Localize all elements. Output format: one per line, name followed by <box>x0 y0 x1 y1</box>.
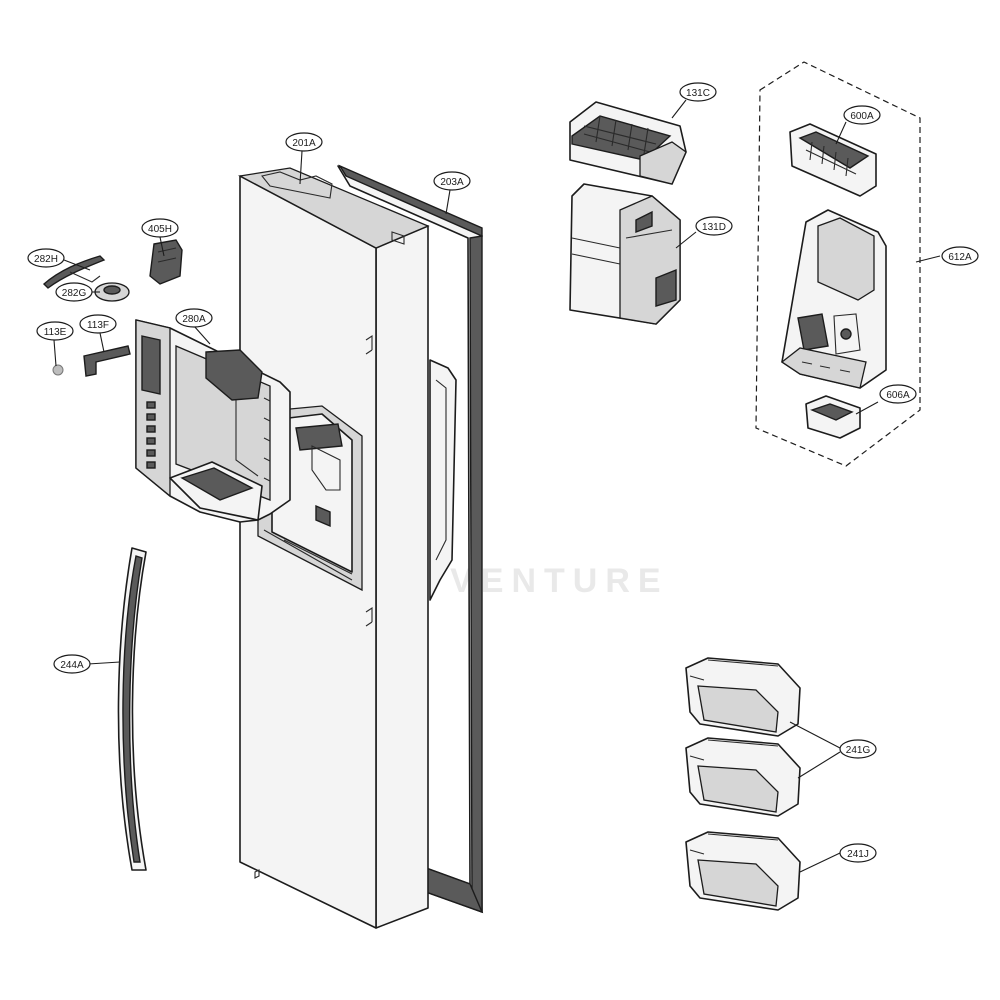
door-bin-241g-lower <box>685 737 801 817</box>
svg-text:201A: 201A <box>292 138 316 149</box>
handle-244a <box>117 547 147 871</box>
motor-606a <box>805 395 861 439</box>
door-gasket-203a <box>337 164 484 914</box>
label-201a: 201A <box>285 132 323 152</box>
label-282h: 282H <box>27 248 65 268</box>
svg-text:113F: 113F <box>87 320 109 331</box>
part-113f-bracket <box>83 345 131 377</box>
part-282h-wire <box>42 255 106 289</box>
door-bin-241j <box>685 831 801 911</box>
label-606a: 606A <box>879 384 917 404</box>
svg-text:282G: 282G <box>62 288 87 299</box>
label-612a: 612A <box>941 246 979 266</box>
label-203a: 203A <box>433 171 471 191</box>
svg-text:282H: 282H <box>34 254 58 265</box>
label-280a: 280A <box>175 308 213 328</box>
ice-maker-housing <box>780 209 887 389</box>
label-131d: 131D <box>695 216 733 236</box>
svg-text:131D: 131D <box>702 222 726 233</box>
door-bin-241g-upper <box>685 657 801 737</box>
label-244a: 244A <box>53 654 91 674</box>
ice-bin-cover-131c <box>569 101 687 185</box>
svg-text:131C: 131C <box>686 88 710 99</box>
svg-text:203A: 203A <box>440 177 464 188</box>
part-113e-screw <box>52 364 64 376</box>
ice-maker-600a <box>789 123 877 197</box>
label-282g: 282G <box>55 282 93 302</box>
svg-text:244A: 244A <box>60 660 84 671</box>
svg-text:280A: 280A <box>182 314 206 325</box>
ice-bin-131d <box>569 183 681 325</box>
part-282g-knob <box>94 282 130 302</box>
svg-text:600A: 600A <box>850 111 874 122</box>
leader-lines <box>53 99 941 873</box>
part-405h-switch <box>149 239 183 285</box>
svg-text:113E: 113E <box>44 327 67 338</box>
svg-text:405H: 405H <box>148 224 172 235</box>
label-241j: 241J <box>839 843 877 863</box>
label-405h: 405H <box>141 218 179 238</box>
svg-text:241G: 241G <box>846 745 871 756</box>
svg-text:606A: 606A <box>886 390 910 401</box>
door-201a <box>237 167 457 929</box>
svg-text:241J: 241J <box>847 849 869 860</box>
label-131c: 131C <box>679 82 717 102</box>
control-buttons <box>146 401 156 469</box>
label-241g: 241G <box>839 739 877 759</box>
label-600a: 600A <box>843 105 881 125</box>
ice-maker-assembly-612a <box>755 61 921 467</box>
svg-text:612A: 612A <box>948 252 972 263</box>
label-113e: 113E <box>36 321 74 341</box>
dispenser-cover-280a <box>135 319 291 523</box>
label-113f: 113F <box>79 314 117 334</box>
